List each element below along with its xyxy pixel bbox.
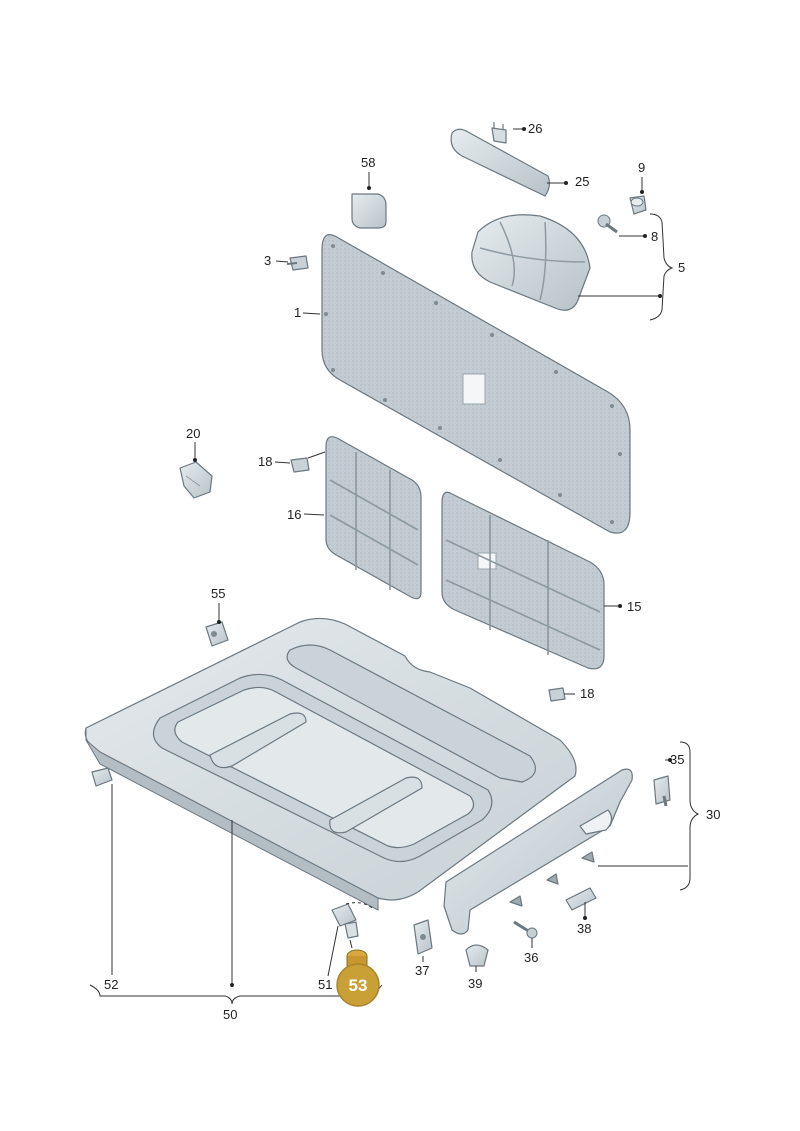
clip-part-55: [205, 621, 229, 647]
label-52: 52: [104, 977, 118, 992]
screw-part-36: [513, 920, 538, 939]
label-39: 39: [468, 976, 482, 991]
label-5: 5: [678, 260, 685, 275]
bolt-part-9: [629, 195, 647, 215]
clip-part-26: [491, 122, 507, 144]
panel-part-15: [441, 491, 605, 670]
floor-panel-part-50: [84, 617, 577, 911]
label-53: 53: [349, 976, 368, 995]
label-25: 25: [575, 174, 589, 189]
grommet-part-39: [465, 944, 489, 967]
cap-part-58: [351, 193, 387, 229]
clip-part-38: [565, 887, 597, 911]
label-18-lower: 18: [580, 686, 594, 701]
label-8: 8: [651, 229, 658, 244]
label-36: 36: [524, 950, 538, 965]
mounting-holes: [324, 244, 622, 524]
label-9: 9: [638, 160, 645, 175]
clip-part-18-upper: [290, 457, 310, 473]
clip-part-18-lower: [548, 687, 566, 702]
clip-part-52: [91, 767, 113, 787]
label-55: 55: [211, 586, 225, 601]
label-50: 50: [223, 1007, 237, 1022]
nut-part-37: [413, 919, 433, 955]
clip-part-35: [653, 775, 671, 807]
bracket-part-20: [179, 461, 213, 499]
cover-part-5: [471, 214, 591, 311]
label-15: 15: [627, 599, 641, 614]
label-3: 3: [264, 253, 271, 268]
leader-lines: [89, 127, 700, 1005]
label-20: 20: [186, 426, 200, 441]
label-51: 51: [318, 977, 332, 992]
label-35: 35: [670, 752, 684, 767]
label-30: 30: [706, 807, 720, 822]
label-1: 1: [294, 305, 301, 320]
clip-part-51: [331, 903, 359, 939]
highlighted-callout-53[interactable]: 53: [336, 963, 380, 1007]
clip-part-3: [286, 255, 309, 271]
label-18-upper: 18: [258, 454, 272, 469]
side-trim-part-30: [443, 768, 633, 935]
callout-labels: 26 25 58 9 8 5 3 1 20 18 16 15 55 18 35 …: [104, 121, 720, 1022]
label-16: 16: [287, 507, 301, 522]
label-37: 37: [415, 963, 429, 978]
small-panel-part-16: [325, 436, 422, 600]
back-panel-part-1: [321, 234, 631, 534]
label-58: 58: [361, 155, 375, 170]
screw-part-8: [597, 214, 618, 234]
label-26: 26: [528, 121, 542, 136]
strip-part-25: [450, 128, 551, 197]
label-38: 38: [577, 921, 591, 936]
